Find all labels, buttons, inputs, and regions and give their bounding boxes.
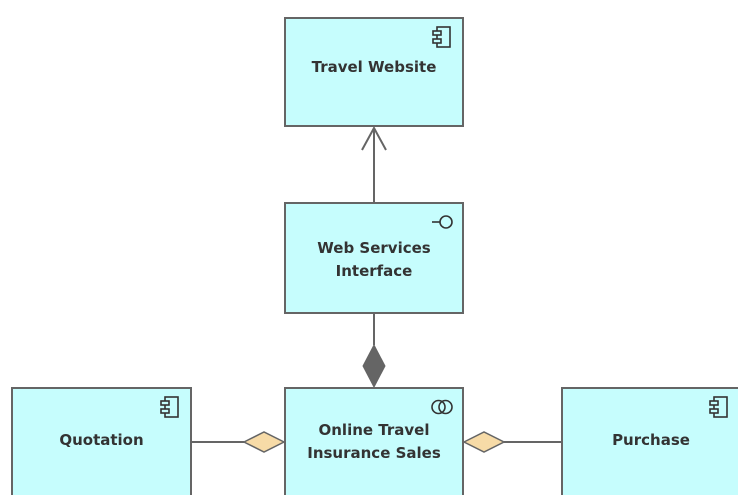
purchase-component[interactable]: Purchase <box>561 387 738 495</box>
collaboration-icon <box>431 399 453 415</box>
interface-icon <box>432 215 453 229</box>
serving-arrowhead <box>361 125 387 151</box>
composition-connector[interactable] <box>362 314 386 389</box>
node-label-purchase: Purchase <box>612 430 690 449</box>
node-label-travel-website: Travel Website <box>311 57 437 76</box>
aggregation-connector-quotation[interactable] <box>192 431 286 453</box>
web-services-interface[interactable]: Web Services Interface <box>284 202 464 314</box>
aggregation-connector-purchase[interactable] <box>462 431 561 453</box>
online-travel-insurance-sales-collaboration[interactable]: Online Travel Insurance Sales <box>284 387 464 495</box>
node-label-quotation: Quotation <box>59 430 144 449</box>
component-icon <box>432 26 451 48</box>
serving-connector[interactable] <box>361 125 387 202</box>
aggregation-diamond-purchase <box>462 431 506 453</box>
node-label-online-sales: Online Travel Insurance Sales <box>307 421 441 462</box>
travel-website-component[interactable]: Travel Website <box>284 17 464 127</box>
aggregation-diamond-quotation <box>242 431 286 453</box>
component-icon <box>709 396 728 418</box>
component-icon <box>160 396 179 418</box>
composition-diamond <box>362 343 386 389</box>
node-label-web-services: Web Services Interface <box>317 239 431 280</box>
quotation-component[interactable]: Quotation <box>11 387 192 495</box>
